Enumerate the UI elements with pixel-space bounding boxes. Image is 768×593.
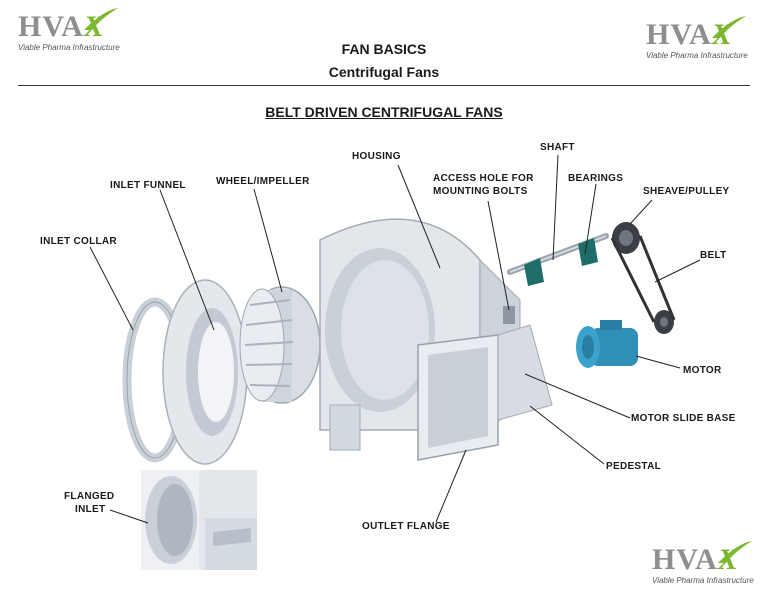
belt-part	[610, 235, 676, 323]
inlet-funnel-part	[162, 279, 248, 465]
flanged-inlet-illustration	[141, 470, 257, 570]
logo-swoosh-icon	[712, 16, 746, 38]
hvax-logo-bottom-right: HVAX Viable Pharma Infrastructure	[652, 541, 754, 585]
label-housing: HOUSING	[352, 151, 401, 162]
bearings-part	[524, 238, 598, 286]
logo-swoosh-icon	[718, 541, 752, 563]
hvax-logo-top-left: HVAX Viable Pharma Infrastructure	[18, 8, 120, 52]
leader-lines	[89, 154, 701, 524]
label-access-hole-line1: ACCESS HOLE FOR	[433, 173, 534, 184]
header-divider	[18, 85, 750, 86]
page-subtitle: Centrifugal Fans	[328, 64, 440, 80]
label-inlet-collar: INLET COLLAR	[40, 236, 117, 247]
page-title: FAN BASICS	[341, 41, 427, 57]
label-pedestal: PEDESTAL	[606, 461, 661, 472]
label-access-hole-line2: MOUNTING BOLTS	[433, 186, 528, 197]
diagram-title: BELT DRIVEN CENTRIFUGAL FANS	[265, 104, 503, 120]
label-wheel-impeller: WHEEL/IMPELLER	[216, 176, 310, 187]
label-sheave-pulley: SHEAVE/PULLEY	[643, 186, 730, 197]
logo-swoosh-icon	[84, 8, 118, 30]
motor-part	[576, 320, 638, 368]
label-motor: MOTOR	[683, 365, 722, 376]
label-outlet-flange: OUTLET FLANGE	[362, 521, 450, 532]
label-shaft: SHAFT	[540, 142, 575, 153]
label-motor-slide-base: MOTOR SLIDE BASE	[631, 413, 736, 424]
label-inlet-funnel: INLET FUNNEL	[110, 180, 186, 191]
outlet-flange-part	[417, 334, 499, 461]
label-belt: BELT	[700, 250, 727, 261]
label-bearings: BEARINGS	[568, 173, 624, 184]
sheave-pulley-part	[612, 222, 674, 334]
access-hole	[503, 306, 515, 324]
motor-slide-base-part	[497, 324, 553, 421]
flanged-inlet-inset	[141, 470, 257, 570]
label-flanged-inlet-line2: INLET	[75, 504, 106, 515]
wheel-impeller-part	[239, 286, 321, 404]
label-flanged-inlet-line1: FLANGED	[64, 491, 115, 502]
hvax-logo-top-right: HVAX Viable Pharma Infrastructure	[646, 16, 748, 60]
